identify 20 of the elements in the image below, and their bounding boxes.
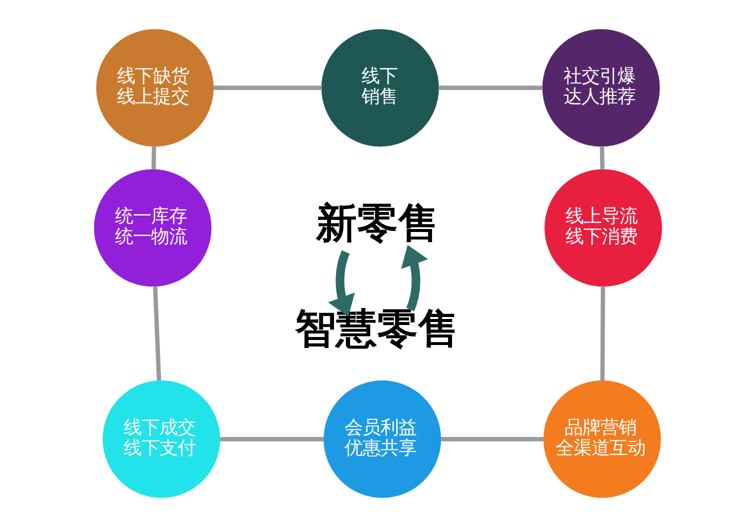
node-circle: 线下缺货线上提交 xyxy=(96,29,214,147)
arrow xyxy=(401,244,428,312)
connector xyxy=(152,146,156,170)
node-text: 新零售 xyxy=(316,198,440,247)
connector xyxy=(440,437,544,442)
node-circle: 品牌营销全渠道互动 xyxy=(543,380,661,498)
node-circle: 会员利益优惠共享 xyxy=(324,380,442,498)
node-circle: 社交引爆达人推荐 xyxy=(542,29,660,147)
connector xyxy=(438,86,543,90)
connector xyxy=(213,86,322,90)
node-circle: 统一库存统一物流 xyxy=(94,169,212,287)
connector xyxy=(152,286,162,381)
node-circle: 线上导流线下消费 xyxy=(544,169,662,287)
connector xyxy=(600,286,606,381)
node-circle: 线下销售 xyxy=(321,29,439,147)
connector xyxy=(220,437,324,442)
arrow xyxy=(328,250,355,317)
node-circle: 线下成交线下支付 xyxy=(102,380,220,498)
connector xyxy=(600,146,604,170)
node-text: 智慧零售 xyxy=(295,304,460,353)
